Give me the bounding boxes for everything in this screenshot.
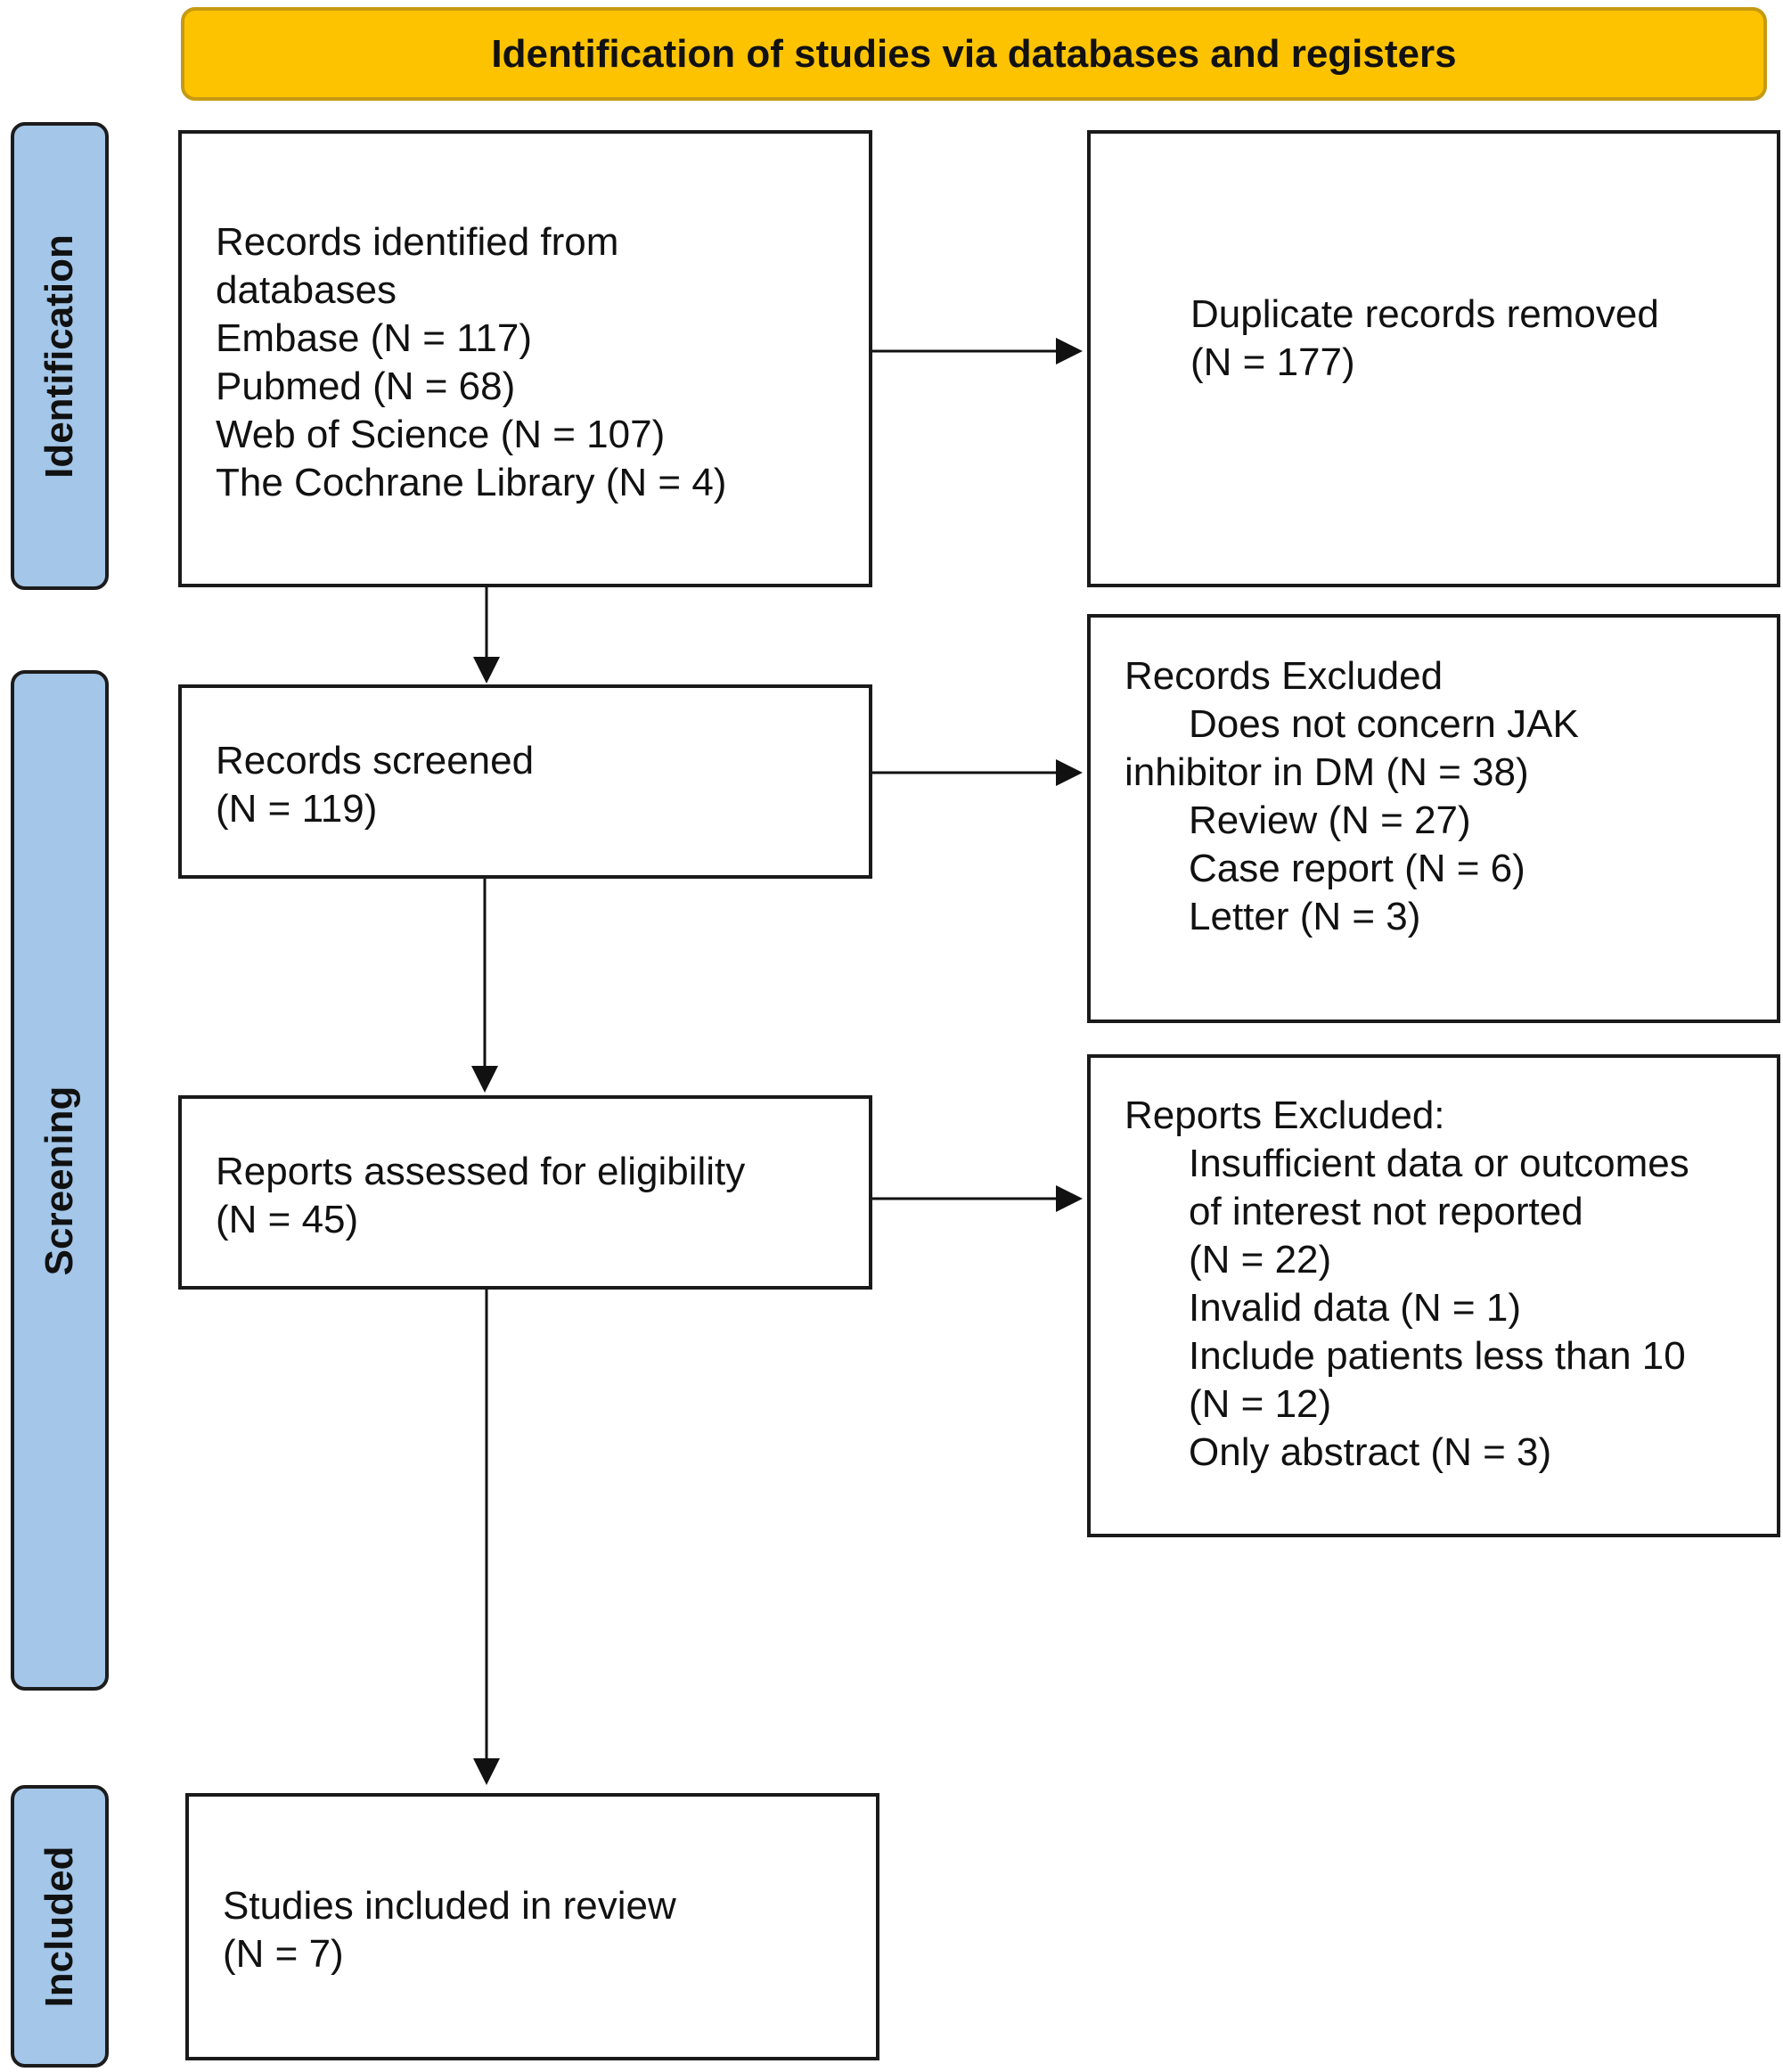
records-identified-line: Embase (N = 117) bbox=[216, 316, 533, 360]
records-excluded-line: Case report (N = 6) bbox=[1189, 847, 1525, 890]
records-identified-line: The Cochrane Library (N = 4) bbox=[216, 461, 727, 504]
reports-excluded-line: Reports Excluded: bbox=[1125, 1093, 1445, 1137]
reports-excluded-text: Reports Excluded: Insufficient data or o… bbox=[1125, 1092, 1689, 1477]
phase-identification: Identification bbox=[11, 122, 109, 590]
duplicates-removed-box: Duplicate records removed (N = 177) bbox=[1087, 130, 1780, 587]
studies-included-text: Studies included in review (N = 7) bbox=[223, 1882, 676, 1978]
records-excluded-line: inhibitor in DM (N = 38) bbox=[1125, 750, 1529, 794]
duplicates-removed-line: Duplicate records removed bbox=[1190, 292, 1659, 336]
reports-excluded-line: of interest not reported bbox=[1189, 1190, 1583, 1233]
records-excluded-line: Records Excluded bbox=[1125, 654, 1444, 698]
reports-excluded-line: (N = 12) bbox=[1189, 1382, 1332, 1426]
reports-assessed-line: Reports assessed for eligibility bbox=[216, 1150, 746, 1193]
records-excluded-line: Does not concern JAK bbox=[1189, 702, 1579, 746]
phase-included: Included bbox=[11, 1785, 109, 2068]
records-excluded-line: Letter (N = 3) bbox=[1189, 895, 1421, 938]
reports-assessed-line: (N = 45) bbox=[216, 1198, 359, 1241]
studies-included-line: Studies included in review bbox=[223, 1884, 676, 1928]
reports-assessed-text: Reports assessed for eligibility (N = 45… bbox=[216, 1148, 745, 1244]
records-excluded-line: Review (N = 27) bbox=[1189, 798, 1471, 842]
reports-excluded-box: Reports Excluded: Insufficient data or o… bbox=[1087, 1054, 1780, 1537]
records-screened-box: Records screened (N = 119) bbox=[178, 684, 872, 879]
phase-screening: Screening bbox=[11, 670, 109, 1691]
reports-excluded-line: (N = 22) bbox=[1189, 1238, 1332, 1282]
records-identified-box: Records identified from databases Embase… bbox=[178, 130, 872, 587]
reports-excluded-line: Include patients less than 10 bbox=[1189, 1334, 1686, 1378]
records-excluded-box: Records Excluded Does not concern JAK in… bbox=[1087, 614, 1780, 1023]
records-identified-text: Records identified from databases Embase… bbox=[216, 218, 726, 507]
studies-included-line: (N = 7) bbox=[223, 1932, 344, 1976]
reports-excluded-line: Invalid data (N = 1) bbox=[1189, 1286, 1521, 1330]
reports-excluded-line: Only abstract (N = 3) bbox=[1189, 1430, 1552, 1474]
reports-excluded-line: Insufficient data or outcomes bbox=[1189, 1142, 1689, 1185]
studies-included-box: Studies included in review (N = 7) bbox=[185, 1793, 879, 2060]
records-identified-line: Pubmed (N = 68) bbox=[216, 364, 516, 408]
records-identified-line: Web of Science (N = 107) bbox=[216, 413, 666, 456]
identification-header: Identification of studies via databases … bbox=[181, 7, 1767, 101]
reports-assessed-box: Reports assessed for eligibility (N = 45… bbox=[178, 1095, 872, 1290]
records-screened-line: (N = 119) bbox=[216, 787, 378, 831]
records-identified-line: Records identified from bbox=[216, 220, 619, 264]
duplicates-removed-text: Duplicate records removed (N = 177) bbox=[1190, 291, 1659, 387]
duplicates-removed-line: (N = 177) bbox=[1190, 340, 1355, 384]
records-excluded-text: Records Excluded Does not concern JAK in… bbox=[1125, 652, 1579, 941]
header-title: Identification of studies via databases … bbox=[491, 31, 1457, 76]
records-identified-line: databases bbox=[216, 268, 397, 312]
records-screened-text: Records screened (N = 119) bbox=[216, 737, 534, 833]
records-screened-line: Records screened bbox=[216, 739, 535, 782]
